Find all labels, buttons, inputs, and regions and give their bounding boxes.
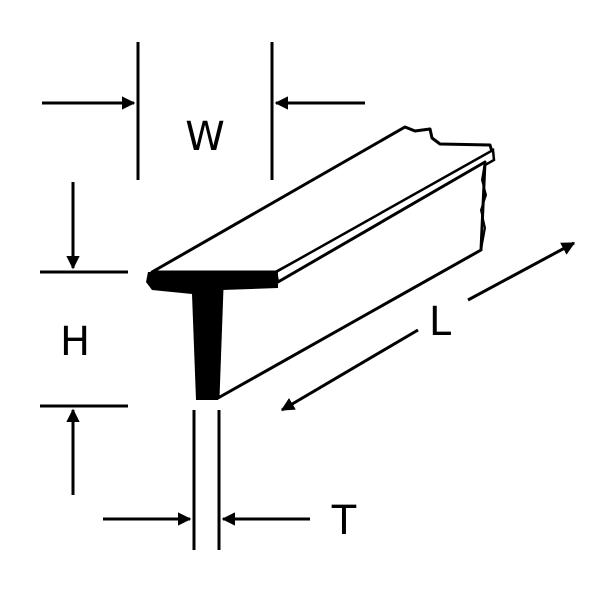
width-label: W (185, 114, 225, 160)
length-dimension: L (280, 241, 576, 412)
t-beam-shape (146, 125, 496, 400)
thickness-dimension: T (103, 410, 357, 550)
height-label: H (60, 319, 90, 365)
length-label: L (429, 299, 452, 345)
thickness-label: T (331, 498, 357, 544)
width-dimension: W (42, 42, 365, 180)
height-dimension: H (40, 182, 128, 495)
